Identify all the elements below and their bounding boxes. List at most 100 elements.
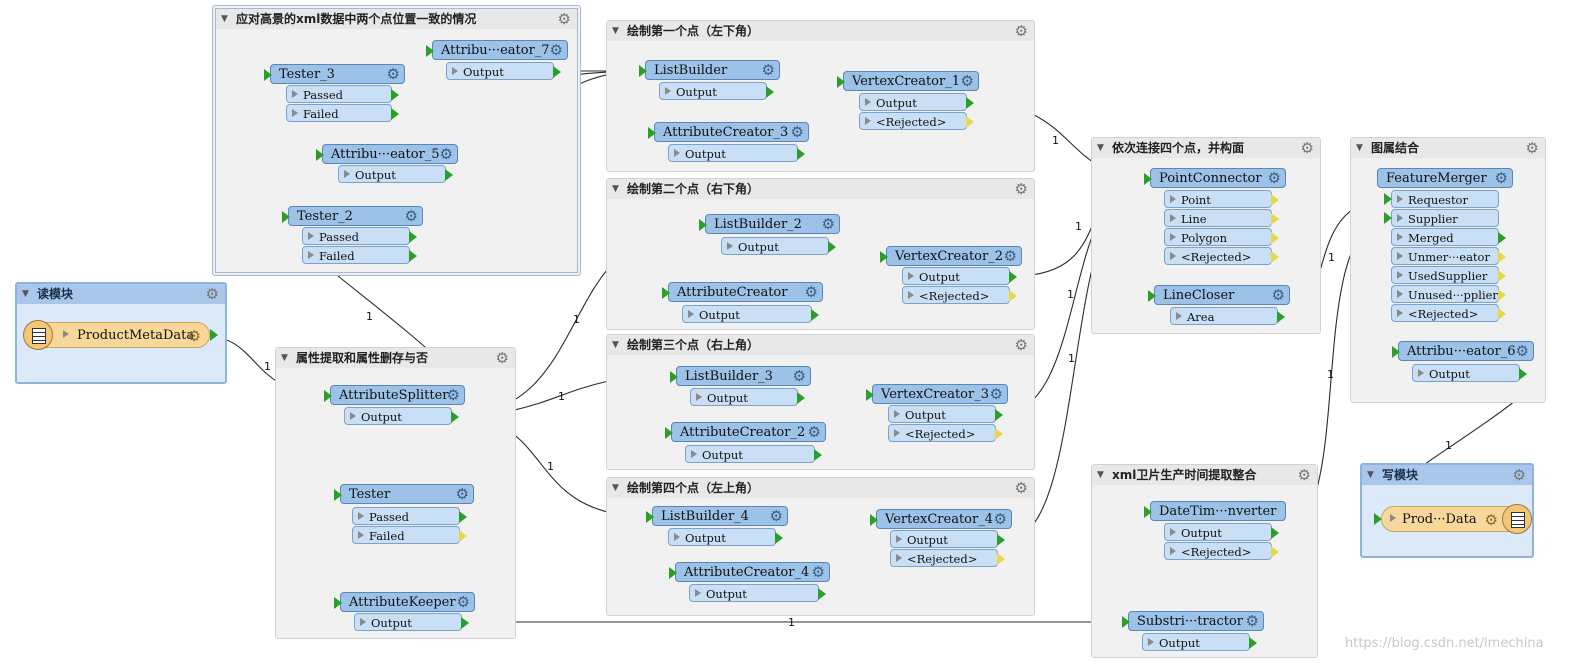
port-area[interactable]: Area [1170,307,1285,325]
gear-icon[interactable]: ⚙ [404,207,418,225]
output-port-icon[interactable] [997,553,1005,565]
output-port-icon[interactable] [1009,271,1017,283]
gear-icon[interactable]: ⚙ [456,593,470,611]
port-output[interactable]: Output [890,530,1005,548]
gear-icon[interactable]: ⚙ [807,423,821,441]
output-port-icon[interactable] [210,329,218,341]
output-port-icon[interactable] [409,231,417,243]
output-port-icon[interactable] [459,530,467,542]
input-port-icon[interactable] [669,567,677,579]
port-output[interactable]: Output [446,62,561,80]
input-port-icon[interactable] [866,389,874,401]
port-rejected[interactable]: <Rejected> [890,549,1005,567]
output-port-icon[interactable] [1277,311,1285,323]
gear-icon[interactable]: ⚙ [821,215,835,233]
gear-icon[interactable]: ⚙ [1271,286,1285,304]
output-port-icon[interactable] [1271,546,1279,558]
port-passed[interactable]: Passed [352,507,467,525]
output-port-icon[interactable] [997,534,1005,546]
writer-productmetadata[interactable]: Prod···Data ⚙ [1374,504,1532,534]
port-point[interactable]: Point [1164,190,1279,208]
transformer-attributecreator5[interactable]: Attribu···eator_5⚙ [316,144,458,164]
port-passed[interactable]: Passed [302,227,417,245]
output-port-icon[interactable] [995,409,1003,421]
transformer-attributecreator6[interactable]: Attribu···eator_6⚙ [1392,341,1534,361]
transformer-linecloser[interactable]: LineCloser⚙ [1148,285,1290,305]
input-port-icon[interactable] [1392,346,1400,358]
gear-icon[interactable]: ⚙ [960,72,974,90]
output-port-icon[interactable] [828,241,836,253]
port-rejected[interactable]: <Rejected> [1164,542,1279,560]
gear-icon[interactable]: ⚙ [1014,180,1028,198]
gear-icon[interactable]: ⚙ [993,510,1007,528]
port-usedsupplier[interactable]: UsedSupplier [1391,266,1506,284]
port-rejected[interactable]: <Rejected> [888,424,1003,442]
gear-icon[interactable]: ⚙ [1245,612,1259,630]
input-port-icon[interactable] [646,511,654,523]
port-failed[interactable]: Failed [302,246,417,264]
transformer-featuremerger[interactable]: FeatureMerger⚙ [1377,168,1513,188]
output-port-icon[interactable] [461,617,469,629]
gear-icon[interactable]: ⚙ [1267,169,1281,187]
transformer-listbuilder4[interactable]: ListBuilder_4⚙ [646,506,788,526]
port-line[interactable]: Line [1164,209,1279,227]
transformer-vertexcreator3[interactable]: VertexCreator_3⚙ [866,384,1008,404]
port-output[interactable]: Output [888,405,1003,423]
port-output[interactable]: Output [690,388,805,406]
gear-icon[interactable]: ⚙ [769,507,783,525]
output-port-icon[interactable] [811,309,819,321]
triangle-down-icon[interactable]: ▼ [612,184,619,194]
output-port-icon[interactable] [775,532,783,544]
input-port-icon[interactable] [837,76,845,88]
output-port-icon[interactable] [1271,232,1279,244]
input-port-icon[interactable] [1384,193,1392,205]
triangle-down-icon[interactable]: ▼ [1367,470,1374,480]
gear-icon[interactable]: ⚙ [557,10,571,28]
port-output[interactable]: Output [1142,633,1257,651]
input-port-icon[interactable] [1148,290,1156,302]
gear-icon[interactable]: ⚙ [386,65,400,83]
port-output[interactable]: Output [354,613,469,631]
port-failed[interactable]: Failed [286,104,399,122]
gear-icon[interactable]: ⚙ [792,367,806,385]
gear-icon[interactable]: ⚙ [1014,22,1028,40]
gear-icon[interactable]: ⚙ [1297,466,1311,484]
transformer-attributesplitter[interactable]: AttributeSplitter⚙ [324,385,465,405]
port-rejected[interactable]: <Rejected> [902,286,1017,304]
port-passed[interactable]: Passed [286,85,399,103]
input-port-icon[interactable] [665,427,673,439]
input-port-icon[interactable] [870,514,878,526]
input-port-icon[interactable] [662,287,670,299]
output-port-icon[interactable] [797,148,805,160]
output-port-icon[interactable] [995,428,1003,440]
output-port-icon[interactable] [409,250,417,262]
input-port-icon[interactable] [426,45,434,57]
output-port-icon[interactable] [1498,251,1506,263]
gear-icon[interactable]: ⚙ [205,285,219,303]
gear-icon[interactable]: ⚙ [790,123,804,141]
input-port-icon[interactable] [880,251,888,263]
input-port-icon[interactable] [282,211,290,223]
port-merged[interactable]: Merged [1391,228,1506,246]
gear-icon[interactable]: ⚙ [1300,139,1314,157]
output-port-icon[interactable] [1009,290,1017,302]
gear-icon[interactable]: ⚙ [439,145,453,163]
port-requestor[interactable]: Requestor [1384,190,1499,208]
port-output[interactable]: Output [721,237,836,255]
input-port-icon[interactable] [316,149,324,161]
triangle-down-icon[interactable]: ▼ [612,483,619,493]
port-output[interactable]: Output [1412,364,1527,382]
gear-icon[interactable]: ⚙ [446,386,460,404]
output-port-icon[interactable] [391,108,399,120]
transformer-listbuilder3[interactable]: ListBuilder_3⚙ [670,366,811,386]
output-port-icon[interactable] [1498,232,1506,244]
port-rejected[interactable]: <Rejected> [1164,247,1279,265]
port-unmerged[interactable]: Unmer···eator [1391,247,1506,265]
output-port-icon[interactable] [766,86,774,98]
input-port-icon[interactable] [1144,506,1152,518]
output-port-icon[interactable] [445,169,453,181]
transformer-tester2[interactable]: Tester_2⚙ [282,206,423,226]
transformer-attributecreator4[interactable]: AttributeCreator_4⚙ [669,562,830,582]
output-port-icon[interactable] [797,392,805,404]
port-output[interactable]: Output [668,528,783,546]
